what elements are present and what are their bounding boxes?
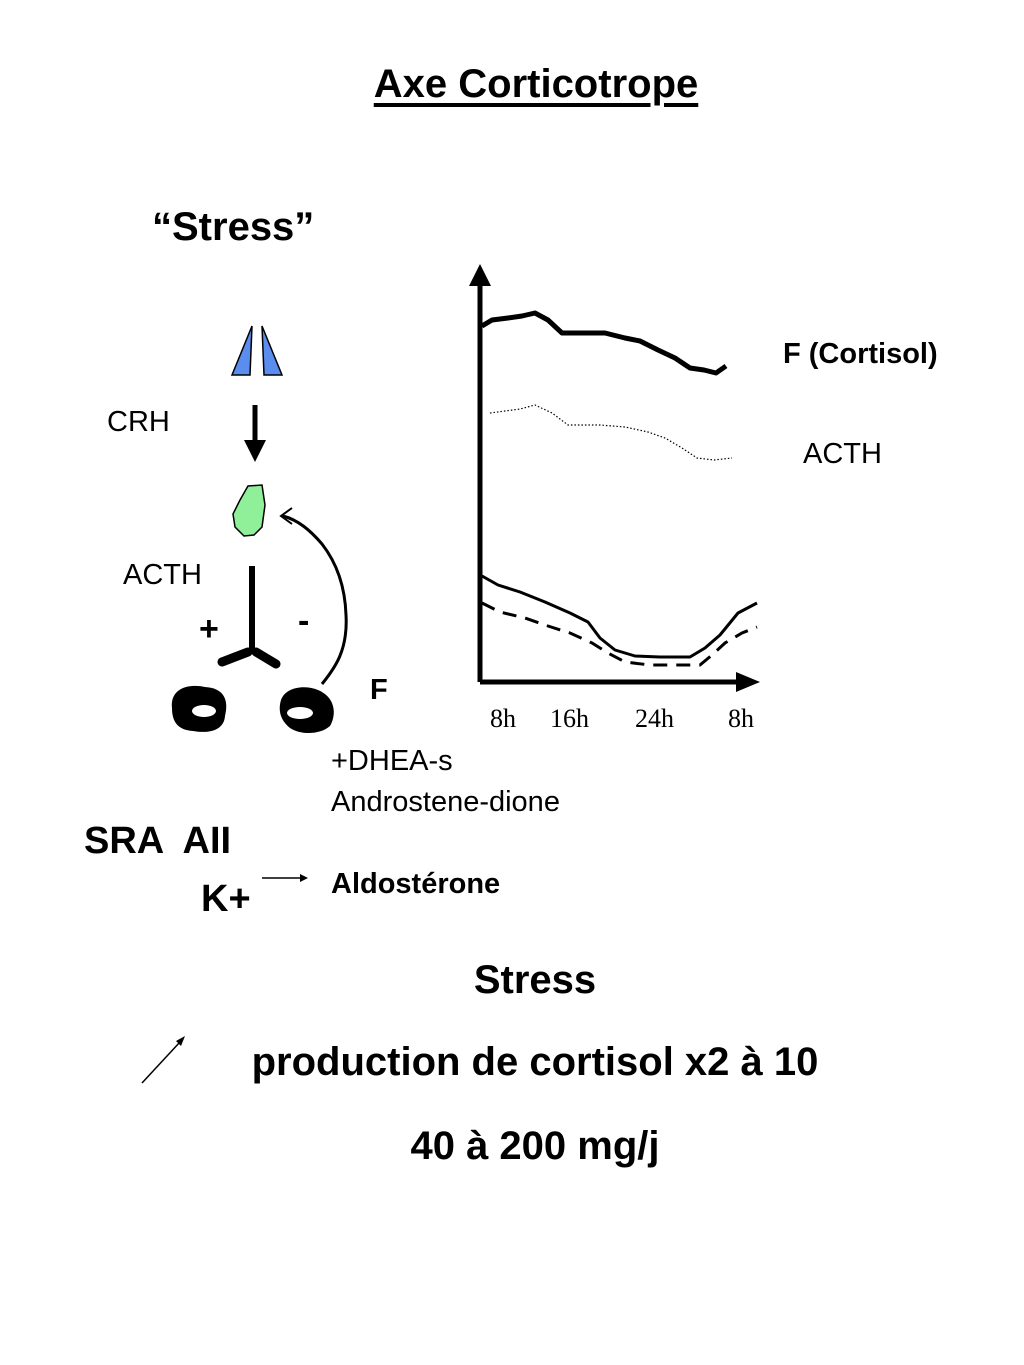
x-tick-label: 16h bbox=[550, 704, 589, 733]
increase-arrow-icon bbox=[141, 1036, 185, 1084]
crh-arrow bbox=[244, 405, 266, 462]
adrenal-branches bbox=[217, 647, 281, 669]
lower-solid-curve bbox=[481, 574, 758, 659]
stress-label: “Stress” bbox=[152, 205, 315, 249]
cortisol-series-label: F (Cortisol) bbox=[783, 338, 938, 370]
bottom-production-text: production de cortisol x2 à 10 bbox=[251, 1040, 819, 1084]
dhea-label: +DHEA-s bbox=[331, 745, 453, 777]
x-axis-arrowhead bbox=[736, 672, 760, 692]
x-tick-label: 24h bbox=[635, 704, 674, 733]
sra-aii-label: SRA AII bbox=[84, 820, 232, 862]
left-adrenal-icon bbox=[171, 685, 227, 732]
pituitary-icon bbox=[232, 484, 266, 537]
right-adrenal-icon bbox=[279, 687, 334, 734]
acth-left-label: ACTH bbox=[123, 559, 202, 591]
k-plus-label: K+ bbox=[201, 878, 251, 920]
androstenedione-label: Androstene-dione bbox=[331, 786, 560, 818]
x-tick-label: 8h bbox=[490, 704, 516, 733]
bottom-range-text: 40 à 200 mg/j bbox=[410, 1124, 660, 1168]
circadian-chart bbox=[469, 264, 760, 692]
acth-curve bbox=[489, 404, 733, 461]
f-label: F bbox=[370, 674, 388, 706]
x-tick-label: 8h bbox=[728, 704, 754, 733]
hypothalamus-icon bbox=[230, 325, 284, 376]
aldosterone-label: Aldostérone bbox=[331, 868, 501, 900]
cortisol-curve bbox=[480, 310, 728, 376]
crh-label: CRH bbox=[107, 406, 170, 438]
acth-series-label: ACTH bbox=[803, 438, 882, 470]
bottom-stress-heading: Stress bbox=[473, 958, 597, 1002]
y-axis-arrowhead bbox=[469, 264, 491, 286]
aldosterone-arrow bbox=[262, 874, 308, 882]
plus-sign: + bbox=[199, 610, 219, 648]
minus-sign: - bbox=[298, 602, 310, 640]
page-title: Axe Corticotrope bbox=[373, 62, 699, 106]
negative-feedback-arrow bbox=[279, 507, 348, 685]
lower-dashed-curve bbox=[481, 601, 758, 667]
